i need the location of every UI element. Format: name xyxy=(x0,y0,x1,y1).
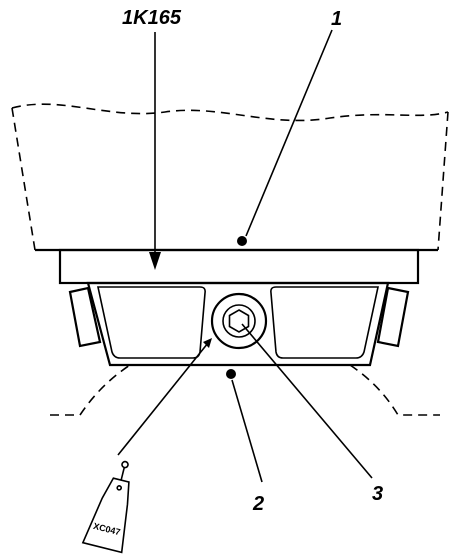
leader-tag-arrowhead xyxy=(203,338,212,348)
leader-2 xyxy=(231,379,263,483)
leader-tag xyxy=(117,342,209,456)
right-window xyxy=(270,286,379,359)
bolt-head xyxy=(222,304,256,338)
tag-hole xyxy=(116,485,123,491)
callout-2: 2 xyxy=(252,493,264,515)
tag-body xyxy=(81,477,130,554)
lower-bracket xyxy=(86,281,390,367)
upper-housing-top-edge xyxy=(11,103,449,122)
upper-housing xyxy=(11,103,449,252)
callout-3: 3 xyxy=(372,483,383,505)
left-window xyxy=(97,286,206,359)
part-number-label: 1K165 xyxy=(122,7,182,29)
part-number-arrowhead xyxy=(149,252,161,270)
leader-1 xyxy=(245,29,333,237)
hex-bolt xyxy=(210,292,268,350)
point-2-dot xyxy=(226,369,236,379)
tag-label: XC047 xyxy=(92,521,121,537)
bolt-hex-socket xyxy=(228,309,250,333)
leader-3 xyxy=(241,323,373,479)
callout-1: 1 xyxy=(331,8,342,30)
mounting-plate xyxy=(58,248,420,285)
right-lug xyxy=(376,286,410,348)
support-right-curve xyxy=(349,364,440,416)
tag-ring xyxy=(121,460,129,469)
warning-tag: XC047 xyxy=(81,460,130,554)
tag-string xyxy=(120,467,126,481)
upper-housing-left-edge xyxy=(11,107,36,251)
left-lug xyxy=(68,286,102,348)
bolt-outer-ring xyxy=(210,292,268,350)
point-1-dot xyxy=(237,236,247,246)
upper-housing-right-edge xyxy=(437,111,449,251)
support-left-curve xyxy=(50,364,131,416)
